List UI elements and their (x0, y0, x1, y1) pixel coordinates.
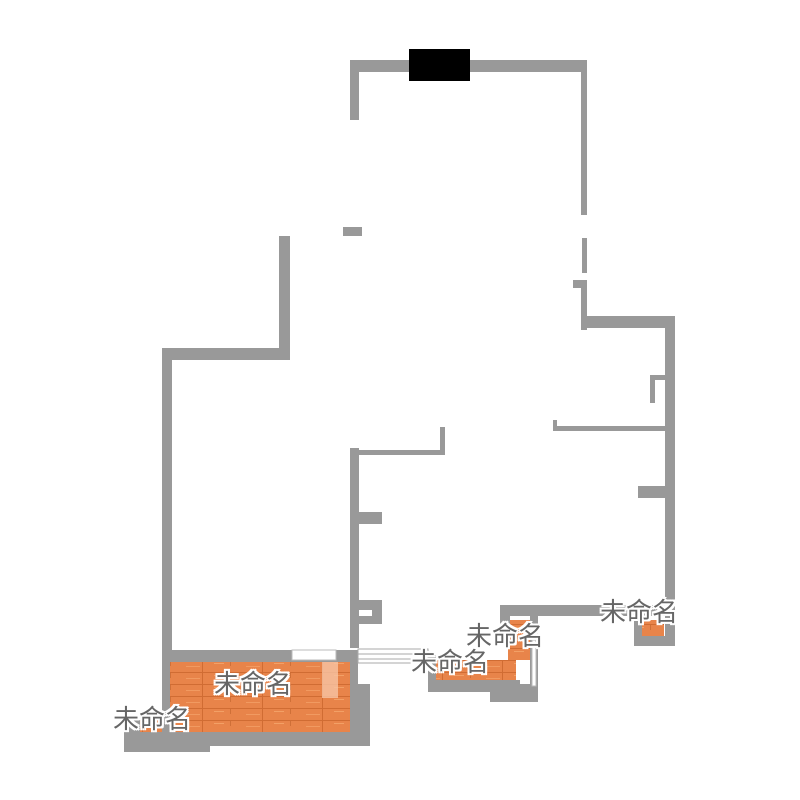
room-label-bath-lower: 未命名 (411, 648, 490, 678)
door-south-room (291, 649, 337, 661)
openings (291, 639, 537, 698)
door-panel (322, 662, 338, 698)
north-wall-fixture (409, 49, 470, 81)
floor-balcony-right (640, 620, 664, 636)
room-label-balcony-right: 未命名 (600, 598, 679, 628)
wood-floor-areas (140, 620, 664, 746)
walls (124, 60, 675, 752)
room-label-closet-left: 未命名 (113, 705, 192, 735)
floor-bath-upper (508, 620, 532, 660)
room-label-living-south: 未命名 (214, 670, 293, 700)
door-south-east (531, 639, 537, 687)
room-label-bath-upper: 未命名 (466, 622, 545, 652)
